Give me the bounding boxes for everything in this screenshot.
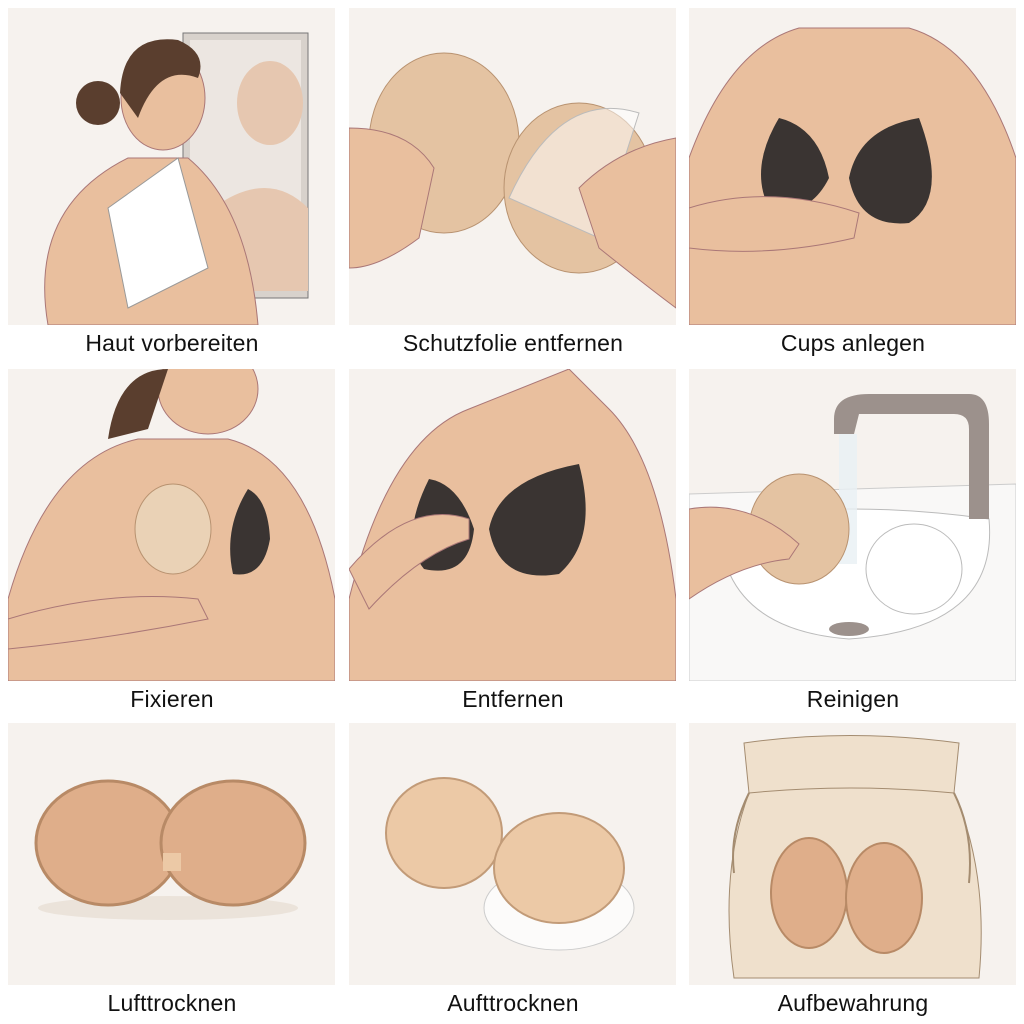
panel-aufttrocknen [349,723,676,985]
remove-illustration [349,369,676,681]
step-label: Fixieren [130,686,214,712]
step-label: Reinigen [806,686,900,712]
step-label: Aufttrocknen [447,990,579,1016]
film-illustration [349,52,676,309]
cups-illustration [689,27,1016,325]
panel-reinigen [689,369,1016,681]
bag-illustration [728,735,982,979]
panel-haut-vorbereiten [8,8,335,325]
step-label: Entfernen [462,686,564,712]
dry-illustration [385,777,635,951]
panel-lufttrocknen [8,723,335,985]
towel-illustration [44,32,309,325]
fix-illustration [8,369,335,681]
panel-schutzfolie-entfernen [349,8,676,325]
panel-fixieren [8,369,335,681]
step-label: Lufttrocknen [107,990,237,1016]
step-label: Haut vorbereiten [85,330,259,356]
airdry-illustration [34,779,307,920]
panel-entfernen [349,369,676,681]
step-label: Cups anlegen [780,330,926,356]
wash-illustration [689,394,1016,681]
panel-cups-anlegen [689,8,1016,325]
panel-aufbewahrung [689,723,1016,985]
step-label: Schutzfolie entfernen [402,330,624,356]
step-label: Aufbewahrung [777,990,929,1016]
